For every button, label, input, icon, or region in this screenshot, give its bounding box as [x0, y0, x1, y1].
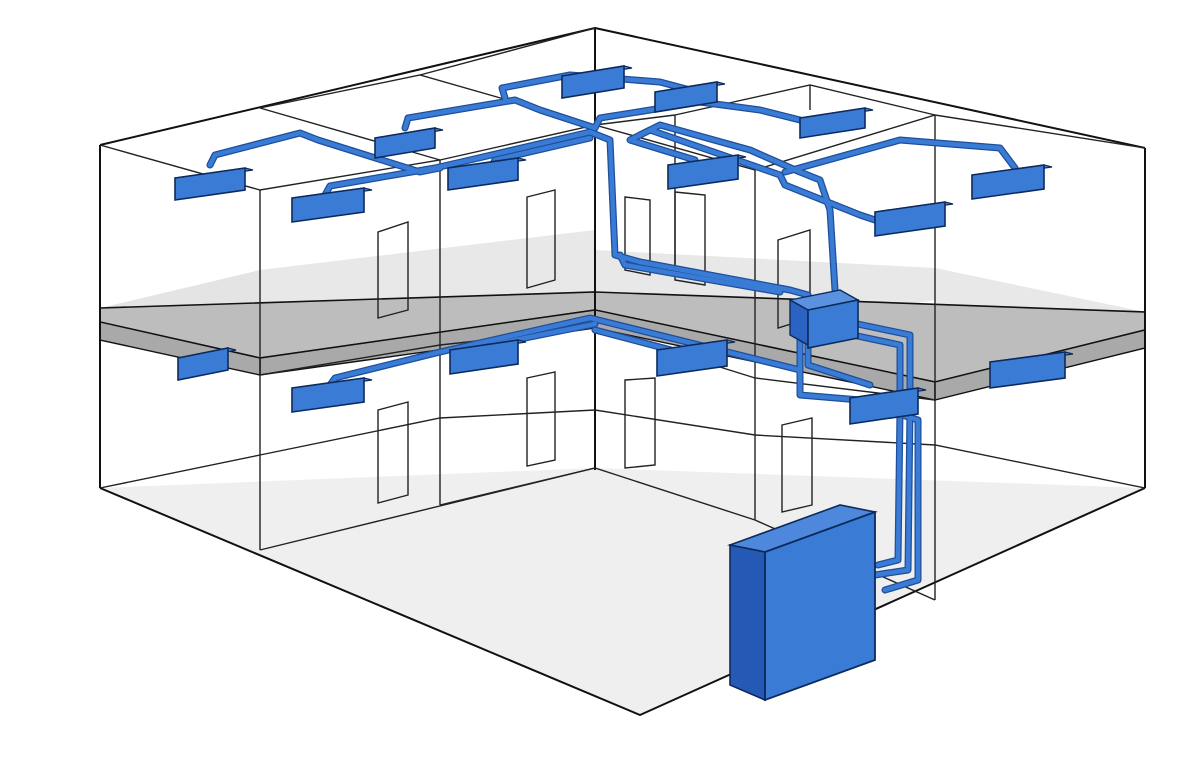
- refrigerant-pipe: [327, 315, 803, 388]
- indoor-unit: [654, 81, 726, 113]
- refrigerant-pipe: [322, 165, 438, 198]
- indoor-unit: [291, 187, 373, 223]
- door: [781, 417, 813, 513]
- indoor-unit: [177, 347, 237, 381]
- refrigerant-pipe: [782, 137, 1018, 175]
- refrigerant-pipe: [777, 172, 893, 228]
- indoor-unit: [374, 127, 444, 159]
- doors: [377, 189, 813, 513]
- outer-walls: [99, 27, 1146, 716]
- indoor-unit: [174, 167, 254, 201]
- indoor-unit: [874, 201, 954, 237]
- indoor-unit: [849, 387, 927, 425]
- indoor-unit: [561, 65, 633, 99]
- refrigerant-pipe: [637, 122, 838, 293]
- ground-floor: [100, 468, 1145, 715]
- refrigerant-pipe: [432, 129, 811, 298]
- indoor-unit: [799, 107, 874, 139]
- indoor-unit: [291, 377, 373, 413]
- door: [674, 191, 706, 286]
- indoor-unit: [449, 339, 527, 375]
- outdoor-unit: [727, 504, 878, 702]
- refrigerant-pipe: [617, 252, 783, 295]
- door: [624, 196, 651, 276]
- door: [624, 377, 656, 469]
- refrigerant-pipes: [206, 71, 1019, 594]
- refrigerant-pipe: [402, 97, 598, 131]
- door: [377, 221, 409, 319]
- indoor-unit: [447, 157, 527, 191]
- door: [377, 401, 409, 504]
- indoor-unit: [971, 164, 1053, 200]
- floor-slab: [99, 291, 1146, 401]
- door: [526, 371, 556, 467]
- distribution-box: [787, 289, 861, 349]
- indoor-unit: [989, 351, 1074, 389]
- indoor-unit: [667, 154, 747, 190]
- indoor-units: [174, 65, 1074, 425]
- indoor-unit: [656, 339, 736, 377]
- door: [526, 189, 556, 289]
